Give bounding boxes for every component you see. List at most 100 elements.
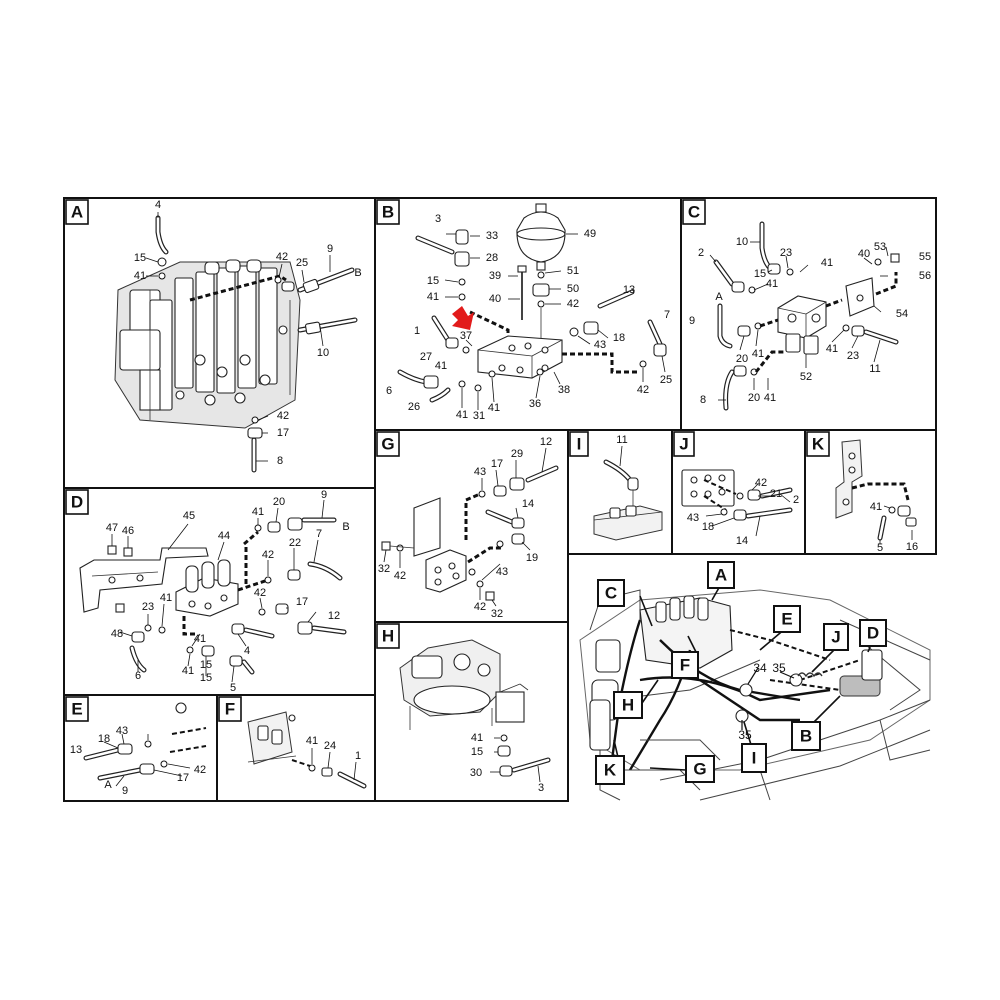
panel-label: J xyxy=(679,435,688,454)
callout: 35 xyxy=(772,661,786,675)
callout: 42 xyxy=(755,477,767,489)
callout: 40 xyxy=(858,248,870,260)
callout: 5 xyxy=(230,682,236,694)
panel-f-drawing xyxy=(247,711,367,789)
callout: 5 xyxy=(877,542,883,554)
callout: 12 xyxy=(540,436,552,448)
callout: 37 xyxy=(460,330,472,342)
panel-label: A xyxy=(71,203,83,222)
overview-tag-label: H xyxy=(622,696,634,715)
panel-label: I xyxy=(577,435,582,454)
callout: 17 xyxy=(296,596,308,608)
callout: A xyxy=(715,291,723,303)
callout: 44 xyxy=(218,530,230,542)
filter-block xyxy=(777,295,827,355)
callout: 42 xyxy=(262,549,274,561)
callout: 20 xyxy=(273,496,285,508)
callout: 11 xyxy=(869,363,880,375)
overview-tag-label: J xyxy=(831,628,840,647)
callout: 20 xyxy=(736,353,748,365)
callout: 15 xyxy=(200,659,212,671)
panel-g-frame xyxy=(374,429,569,623)
callout: 42 xyxy=(254,587,266,599)
callout: 35 xyxy=(738,728,752,742)
panel-j-drawing xyxy=(681,469,793,537)
callout: 15 xyxy=(427,275,439,287)
callout: 11 xyxy=(616,434,627,446)
accumulator xyxy=(516,203,566,271)
panel-e-drawing xyxy=(83,702,207,787)
panel-tag-j: J xyxy=(673,431,695,457)
callout: 53 xyxy=(874,241,886,253)
callout: 1 xyxy=(414,325,420,337)
callout: 17 xyxy=(277,427,289,439)
callout: 38 xyxy=(558,384,570,396)
overview-tag-g: G xyxy=(685,755,715,783)
callout: 9 xyxy=(321,489,327,501)
callout: 54 xyxy=(896,308,908,320)
callout: 22 xyxy=(289,537,301,549)
callout: 18 xyxy=(98,733,110,745)
callout: 49 xyxy=(584,228,596,240)
callout: 41 xyxy=(488,402,500,414)
callout: 34 xyxy=(753,661,767,675)
callout: 42 xyxy=(637,384,649,396)
panel-g-callouts: 12 43 17 29 14 32 42 19 43 42 32 xyxy=(378,436,552,620)
callout: 43 xyxy=(687,512,699,524)
callout: 41 xyxy=(435,360,447,372)
callout: B xyxy=(354,267,361,279)
callout: 41 xyxy=(870,501,882,513)
callout: 46 xyxy=(122,525,134,537)
panel-j-callouts: 42 21 43 18 2 14 xyxy=(687,477,799,547)
panel-a-callouts: 4 15 41 42 25 9 B 10 42 17 8 xyxy=(134,199,362,467)
callout: 20 xyxy=(748,392,760,404)
overview-tag-d: D xyxy=(859,619,887,647)
panel-tag-e: E xyxy=(65,696,89,722)
overview-callouts: 34 35 35 xyxy=(738,661,786,742)
panel-f-frame xyxy=(216,694,376,802)
overview-tag-b: B xyxy=(791,721,821,751)
callout: 45 xyxy=(183,510,195,522)
panel-f-callouts: 41 24 1 xyxy=(306,735,361,762)
overview-tag-label: D xyxy=(867,624,879,643)
panel-tag-b: B xyxy=(376,199,400,225)
callout: 41 xyxy=(306,735,318,747)
callout: 8 xyxy=(277,455,283,467)
panel-e-frame xyxy=(63,694,218,802)
callout: 41 xyxy=(252,506,264,518)
panel-b-drawing xyxy=(397,203,667,410)
callout: 27 xyxy=(420,351,432,363)
callout: 39 xyxy=(489,270,501,282)
callout: 41 xyxy=(821,257,833,269)
pump-assembly xyxy=(399,639,529,730)
callout: 9 xyxy=(122,785,128,797)
callout: 21 xyxy=(770,488,782,500)
callout: 17 xyxy=(177,772,189,784)
callout: 55 xyxy=(919,251,931,263)
callout: 1 xyxy=(355,750,361,762)
panel-tag-h: H xyxy=(376,623,400,649)
callout: 42 xyxy=(474,601,486,613)
panel-label: G xyxy=(381,435,394,454)
callout: 18 xyxy=(613,332,625,344)
callout: 43 xyxy=(116,725,128,737)
panel-i-drawing xyxy=(593,445,663,541)
overview-tag-e: E xyxy=(773,605,801,633)
callout: 7 xyxy=(316,528,322,540)
callout: 26 xyxy=(408,401,420,413)
panel-tag-i: I xyxy=(569,431,589,457)
overview-tag-f: F xyxy=(671,651,699,679)
callout: 47 xyxy=(106,522,118,534)
callout: 41 xyxy=(471,732,483,744)
callout: 32 xyxy=(491,608,503,620)
callout: 6 xyxy=(135,670,141,682)
panel-d-drawing xyxy=(79,499,347,683)
callout: 13 xyxy=(623,284,635,296)
overview-tag-label: E xyxy=(781,610,792,629)
panel-tag-c: C xyxy=(682,199,706,225)
panel-g-drawing xyxy=(381,447,559,607)
callout: 50 xyxy=(567,283,579,295)
overview-tag-k: K xyxy=(595,755,625,785)
callout: 41 xyxy=(134,270,146,282)
